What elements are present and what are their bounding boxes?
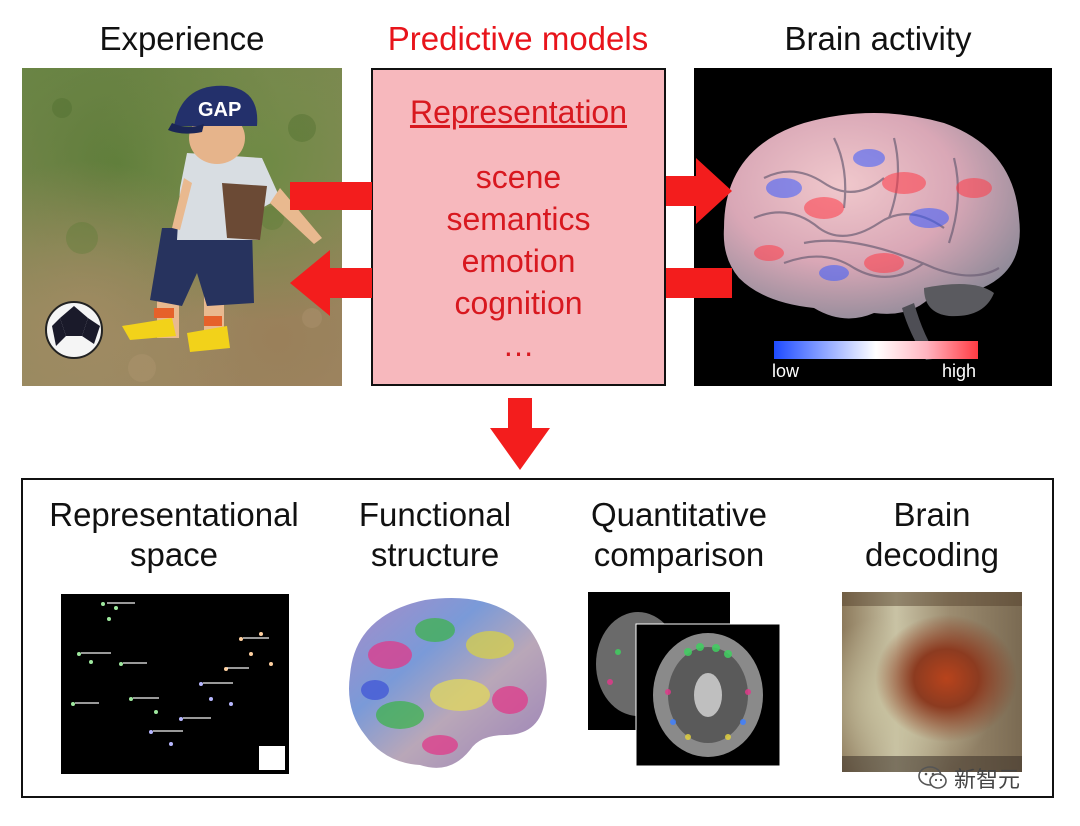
- activity-colorbar: [774, 341, 978, 359]
- cap-logo-text: GAP: [198, 99, 241, 121]
- predict-experience-arrow: [290, 250, 372, 316]
- brain-activity-title: Brain activity: [784, 20, 972, 57]
- child-kicking-ball-illustration: GAP: [45, 85, 322, 382]
- colorbar-high-label: high: [942, 361, 977, 381]
- representation-item: semantics: [446, 201, 591, 237]
- representation-item: scene: [475, 159, 562, 195]
- brain-activity-panel: low high: [694, 68, 1052, 386]
- wechat-icon: [918, 766, 947, 789]
- down-arrow: [490, 398, 550, 470]
- brain-decoding-title: Brain decoding: [865, 496, 999, 573]
- representation-box: Representation scene semantics emotion c…: [371, 68, 666, 386]
- representation-item: cognition: [454, 285, 583, 321]
- quantitative-comparison-image: [588, 592, 781, 767]
- brain-slices-illustration: [588, 592, 781, 767]
- watermark-text: 新智元: [954, 768, 1021, 793]
- watermark: 新智元: [918, 762, 1048, 794]
- brain-to-model-arrow: [666, 268, 732, 298]
- decoding-bottom-band: [842, 756, 1022, 772]
- representational-space-image: [61, 594, 289, 774]
- functional-structure-image: [330, 585, 555, 780]
- colorbar-low-label: low: [772, 361, 800, 381]
- applications-box: [21, 478, 1054, 798]
- representation-list: scene semantics emotion cognition …: [373, 156, 664, 366]
- inflated-brain-illustration: [349, 598, 547, 768]
- representation-heading: Representation: [409, 94, 628, 130]
- representational-space-title: Representational space: [49, 496, 299, 573]
- scatter-points-illustration: [71, 602, 285, 770]
- brain-surface-illustration: [723, 113, 1020, 360]
- representation-item: emotion: [461, 243, 576, 279]
- predictive-models-title: Predictive models: [387, 20, 649, 57]
- experience-photo: GAP: [22, 68, 342, 386]
- representation-item: …: [502, 327, 535, 363]
- brain-decoding-image: [842, 592, 1022, 772]
- experience-title: Experience: [99, 20, 265, 57]
- quantitative-comparison-title: Quantitative comparison: [590, 496, 768, 573]
- functional-structure-title: Functional structure: [358, 496, 512, 573]
- model-to-experience-arrow: [290, 182, 372, 210]
- predict-brain-arrow: [666, 158, 732, 224]
- decoding-top-band: [842, 592, 1022, 606]
